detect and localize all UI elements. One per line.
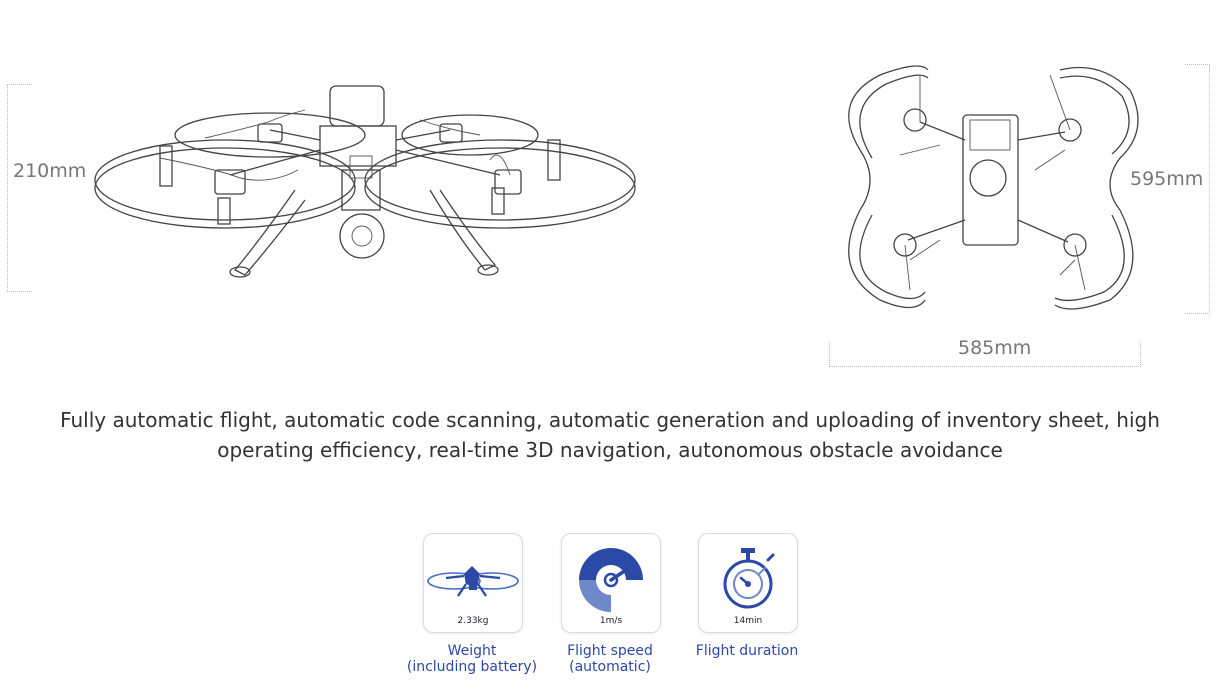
weight-label-line-2: (including battery): [406, 659, 538, 675]
description-line-1: Fully automatic flight, automatic code s…: [60, 408, 1160, 432]
drone-side-icon: [94, 85, 636, 278]
duration-label: Flight duration: [672, 643, 822, 659]
width-bracket: [829, 342, 1141, 367]
weight-value: 2.33kg: [457, 616, 489, 626]
weight-spec-card: 2.33kg: [423, 533, 523, 633]
speed-label-line-1: Flight speed: [567, 643, 653, 659]
duration-value: 14min: [733, 616, 763, 626]
speed-spec-card: 1m/s: [561, 533, 661, 633]
height-bracket: [7, 84, 32, 292]
speedometer-icon: [579, 548, 643, 612]
height-dimension-label: 210mm: [13, 160, 87, 182]
length-bracket: [1185, 64, 1210, 314]
width-dimension-label: 585mm: [958, 337, 1032, 359]
drone-top-icon: [848, 65, 1139, 310]
length-dimension-label: 595mm: [1130, 168, 1204, 190]
speed-value: 1m/s: [599, 616, 623, 626]
duration-spec-card: 14min: [698, 533, 798, 633]
stopwatch-icon: [723, 548, 775, 609]
description-line-2: operating efficiency, real-time 3D navig…: [217, 438, 1003, 462]
drone-icon: [427, 566, 519, 597]
side-view-illustration: 210mm: [0, 60, 660, 300]
speed-label: Flight speed (automatic): [535, 643, 685, 675]
feature-description: Fully automatic flight, automatic code s…: [60, 405, 1160, 465]
weight-label-line-1: Weight: [447, 643, 497, 659]
top-view-illustration: 595mm 585mm: [810, 60, 1220, 370]
weight-label: Weight (including battery): [397, 643, 547, 675]
duration-label-line-1: Flight duration: [695, 643, 799, 659]
speed-label-line-2: (automatic): [569, 659, 651, 675]
